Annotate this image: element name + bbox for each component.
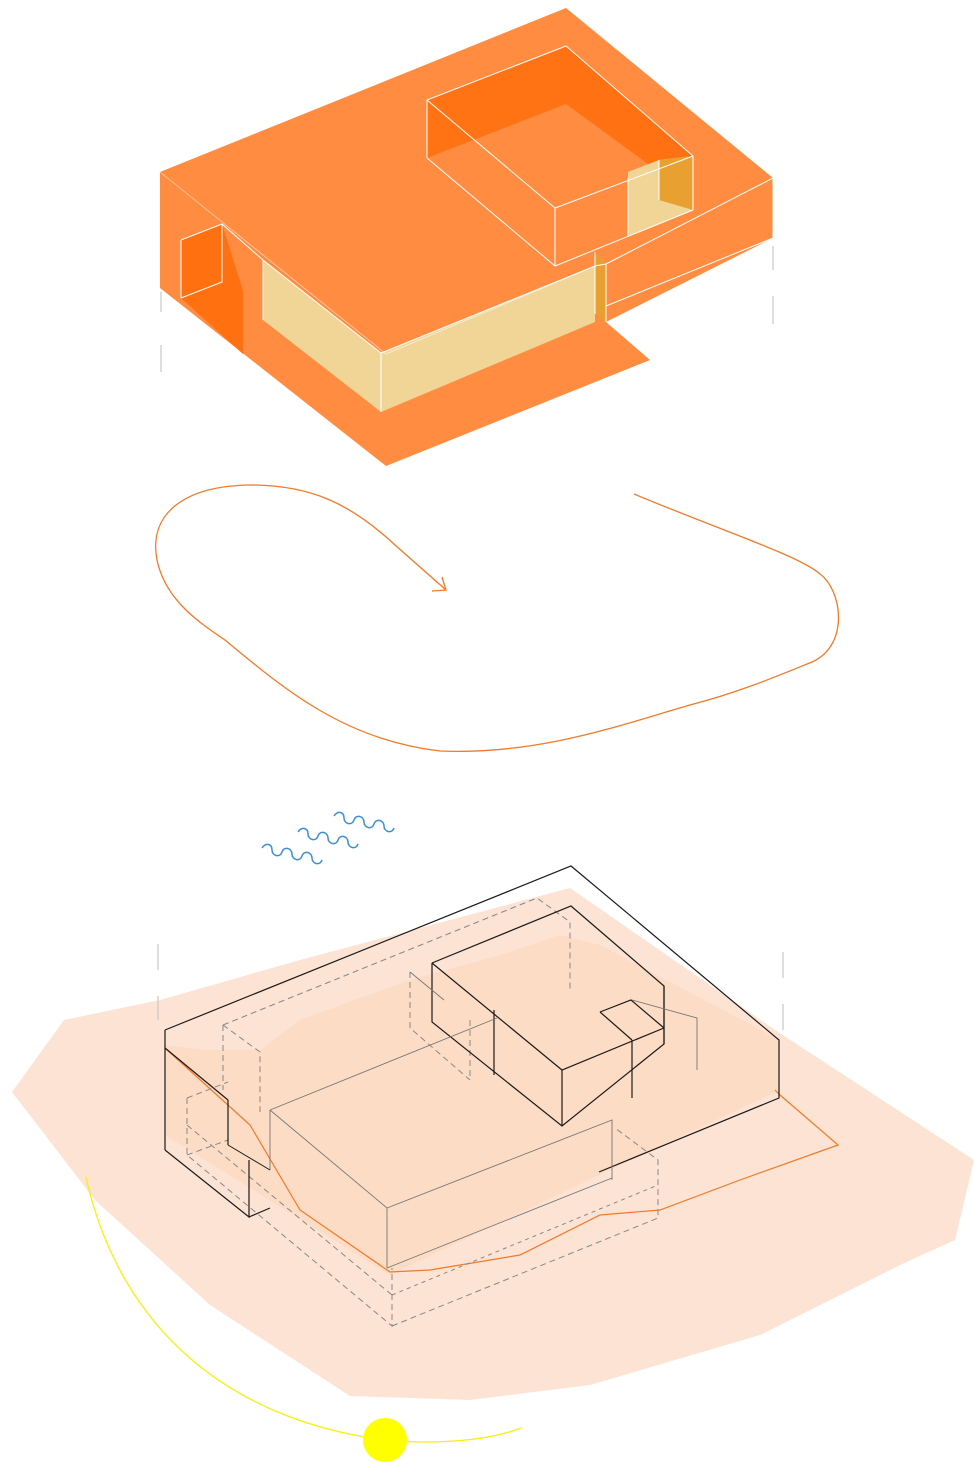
roof-slab bbox=[160, 8, 773, 466]
sun-icon bbox=[363, 1418, 407, 1462]
wind-icon bbox=[262, 812, 394, 879]
circulation-loop bbox=[156, 485, 839, 751]
site-and-massing bbox=[12, 866, 974, 1400]
circulation-path bbox=[156, 485, 839, 751]
roof-glazing-corner bbox=[595, 252, 606, 322]
roof-volume bbox=[160, 8, 773, 466]
